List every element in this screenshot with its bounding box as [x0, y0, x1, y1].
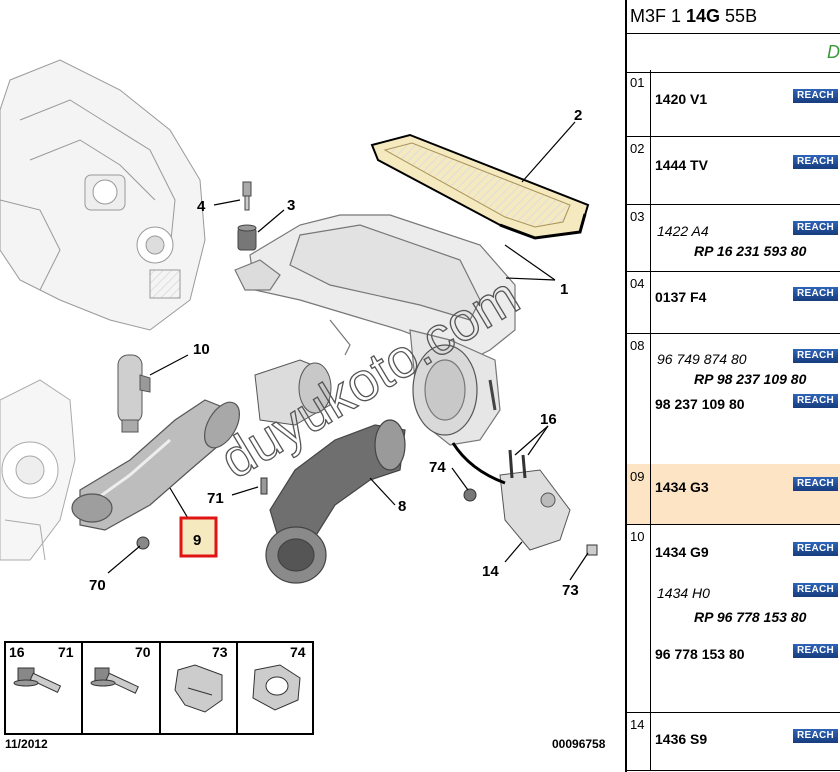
- footer-date: 11/2012: [5, 737, 48, 751]
- nut-74: [463, 488, 477, 502]
- mass-air-flow-tube: [254, 359, 332, 426]
- air-filter-element: [370, 133, 590, 240]
- part-reference[interactable]: 96 778 153 80: [655, 646, 745, 662]
- part-reference[interactable]: 1434 G9: [655, 544, 709, 560]
- reach-badge[interactable]: REACH: [793, 729, 838, 743]
- intake-duct-9: [71, 399, 241, 531]
- intake-hose-8: [265, 419, 406, 584]
- reach-badge[interactable]: REACH: [793, 287, 838, 301]
- footer-reference: 00096758: [552, 737, 606, 751]
- callout-71[interactable]: 71: [207, 490, 224, 507]
- screw-washer-icon: [90, 667, 139, 694]
- mounting-bracket-14: [499, 449, 571, 551]
- part-row-index: 01: [627, 70, 651, 136]
- callout-73[interactable]: 73: [562, 582, 579, 599]
- hardware-legend: 16 71 70 73 74: [4, 641, 314, 735]
- legend-16: 16: [9, 644, 25, 660]
- part-reference[interactable]: 1436 S9: [655, 731, 708, 747]
- reach-badge[interactable]: REACH: [793, 583, 838, 597]
- callout-4[interactable]: 4: [197, 198, 206, 215]
- screw-71: [260, 477, 268, 495]
- callout-14[interactable]: 14: [482, 563, 499, 580]
- reach-badge[interactable]: REACH: [793, 221, 838, 235]
- mounting-stud: [242, 181, 252, 211]
- catalog-title: M3F 1 14G 55B: [627, 0, 840, 34]
- part-reference[interactable]: 1434 H0: [657, 585, 710, 601]
- legend-73: 73: [212, 644, 228, 660]
- part-row-index: 04: [627, 271, 651, 333]
- part-reference[interactable]: 96 749 874 80: [657, 351, 747, 367]
- catalog-subheader: D: [627, 34, 840, 73]
- reach-badge[interactable]: REACH: [793, 542, 838, 556]
- callout-9[interactable]: 9: [193, 532, 201, 549]
- callout-1[interactable]: 1: [560, 281, 568, 298]
- part-row-index: 14: [627, 712, 651, 770]
- part-reference[interactable]: RP 96 778 153 80: [694, 609, 807, 625]
- callout-70[interactable]: 70: [89, 577, 106, 594]
- clip-icon: [174, 664, 223, 713]
- part-reference[interactable]: 1422 A4: [657, 223, 709, 239]
- reach-badge[interactable]: REACH: [793, 155, 838, 169]
- callout-3[interactable]: 3: [287, 197, 295, 214]
- callout-10[interactable]: 10: [193, 341, 210, 358]
- part-reference[interactable]: 1420 V1: [655, 91, 708, 107]
- part-reference[interactable]: 98 237 109 80: [655, 396, 745, 412]
- selected-callout-box[interactable]: [179, 516, 218, 558]
- exploded-parts-diagram: 1 2 3 4 10 9 70 71 8 74 16 14 73 duyukot…: [0, 59, 606, 751]
- callout-2[interactable]: 2: [574, 107, 582, 124]
- callout-8[interactable]: 8: [398, 498, 406, 515]
- air-flow-sensor: [117, 354, 151, 433]
- callout-74[interactable]: 74: [429, 459, 446, 476]
- part-row-index: 03: [627, 204, 651, 271]
- legend-70: 70: [135, 644, 151, 660]
- part-reference[interactable]: 1434 G3: [655, 479, 709, 495]
- clip-73: [586, 544, 598, 556]
- legend-74: 74: [290, 644, 306, 660]
- part-reference[interactable]: 1444 TV: [655, 157, 708, 173]
- engine-head-illustration: [0, 59, 206, 331]
- filter-mount-rubber: [237, 224, 257, 251]
- legend-71: 71: [58, 644, 74, 660]
- part-row-index: 10: [627, 524, 651, 712]
- air-filter-housing: [234, 214, 516, 446]
- reach-badge[interactable]: REACH: [793, 349, 838, 363]
- hex-nut-icon: [252, 664, 301, 711]
- reach-badge[interactable]: REACH: [793, 644, 838, 658]
- flange-bolt-icon: [13, 667, 62, 693]
- reach-badge[interactable]: REACH: [793, 394, 838, 408]
- reach-badge[interactable]: REACH: [793, 89, 838, 103]
- part-row-index: 02: [627, 136, 651, 204]
- callout-16[interactable]: 16: [540, 411, 557, 428]
- part-row-index: 08: [627, 333, 651, 464]
- part-reference[interactable]: RP 16 231 593 80: [694, 243, 807, 259]
- part-row-index: 09: [627, 464, 651, 524]
- turbocharger-illustration: [0, 379, 76, 561]
- part-reference[interactable]: 0137 F4: [655, 289, 707, 305]
- reach-badge[interactable]: REACH: [793, 477, 838, 491]
- part-reference[interactable]: RP 98 237 109 80: [694, 371, 807, 387]
